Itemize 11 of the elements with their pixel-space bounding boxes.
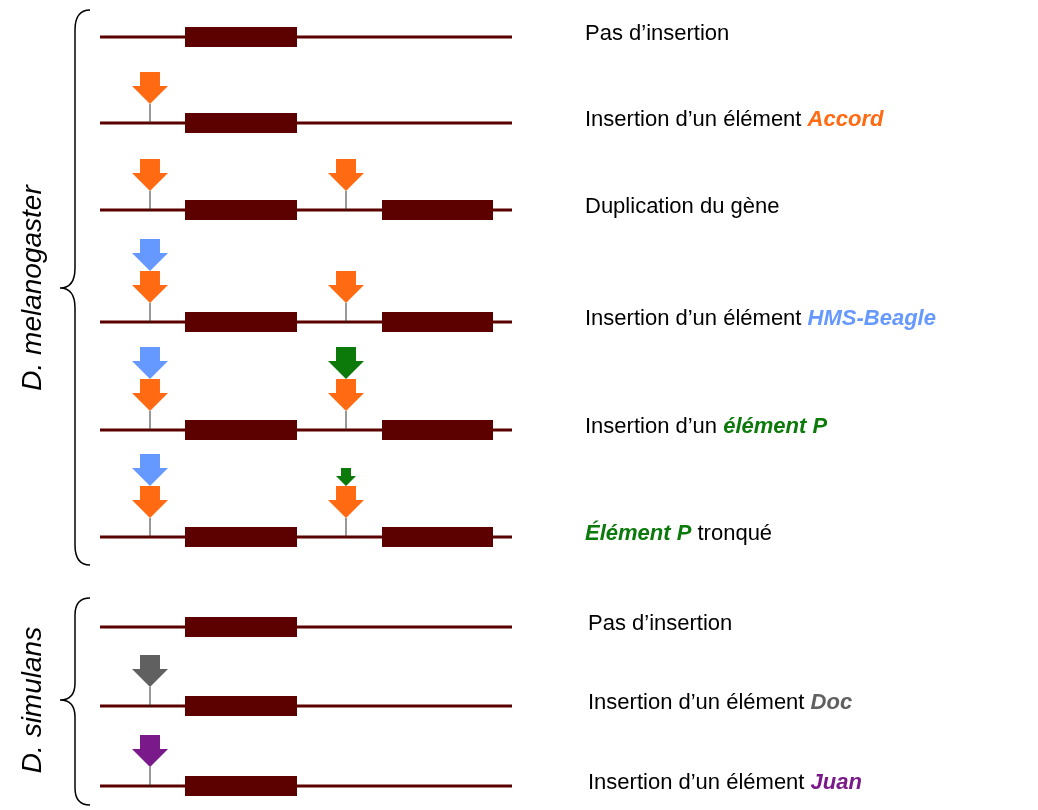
- row-caption: Pas d’insertion: [585, 19, 730, 47]
- row-caption: Insertion d’un élément P: [585, 412, 828, 440]
- row-caption: Duplication du gène: [585, 192, 780, 220]
- row-caption: Insertion d’un élément Juan: [588, 768, 862, 796]
- row-caption: Élément P tronqué: [585, 519, 773, 547]
- row-caption: Insertion d’un élément HMS-Beagle: [585, 304, 936, 332]
- row-caption: Pas d’insertion: [588, 609, 733, 637]
- row-caption: Insertion d’un élément Doc: [588, 688, 853, 716]
- species-name: D. simulans: [16, 626, 48, 774]
- species-name: D. melanogaster: [16, 185, 48, 391]
- row-caption: Insertion d’un élément Accord: [585, 105, 884, 133]
